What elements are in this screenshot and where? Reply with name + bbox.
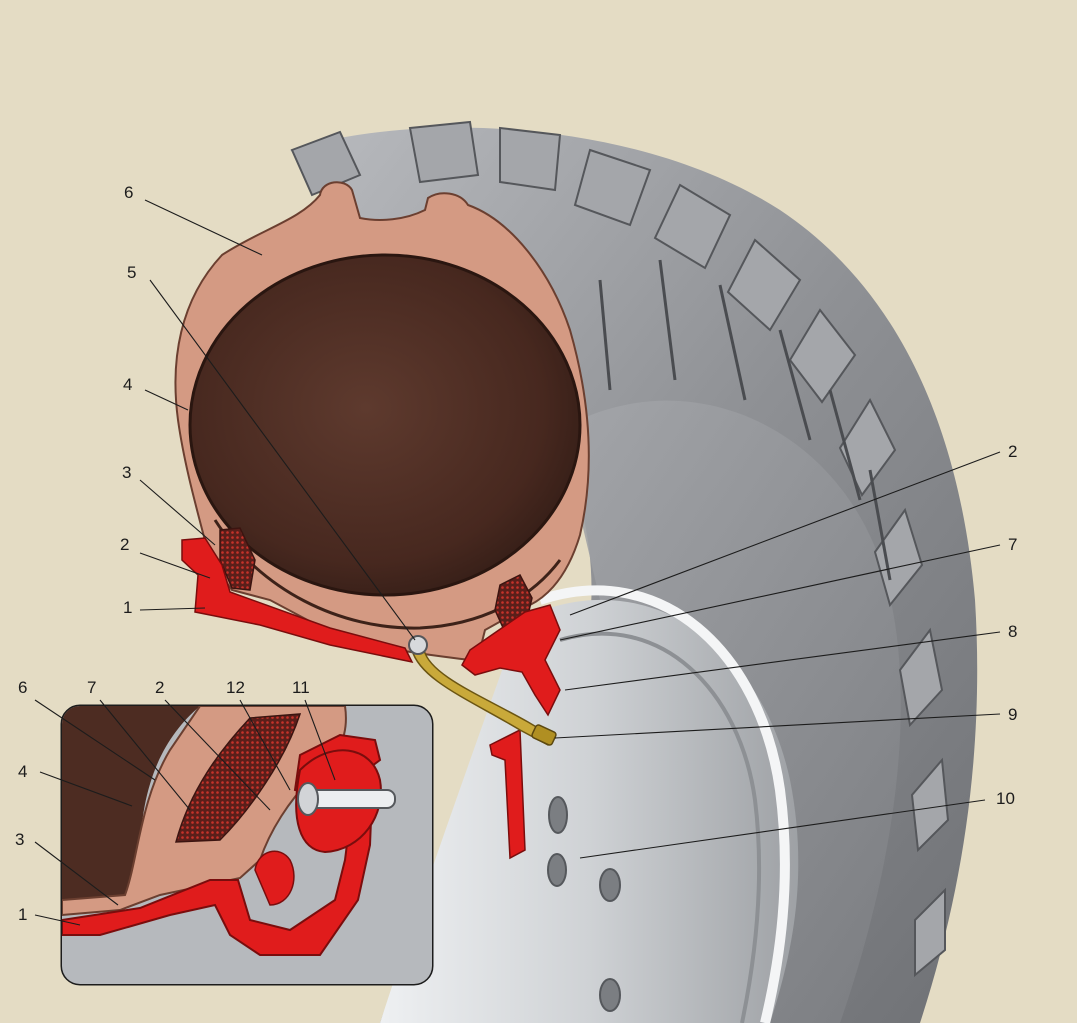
callout-3: 3: [122, 463, 131, 482]
inset-callout-1: 1: [18, 905, 27, 924]
callout-7: 7: [1008, 535, 1017, 554]
tire-cross-section: [174, 181, 590, 860]
inset-callout-7: 7: [87, 678, 96, 697]
callout-5: 5: [127, 263, 136, 282]
callout-2-right: 2: [1008, 442, 1017, 461]
inset-flange-bump: [254, 850, 295, 906]
wheel-disc-face: [380, 599, 799, 1023]
tread-lugs: [290, 120, 950, 978]
tread-grooves: [598, 259, 892, 581]
callout-4: 4: [123, 375, 132, 394]
inset-callout-6: 6: [18, 678, 27, 697]
callout-2: 2: [120, 535, 129, 554]
inner-tube-cavity: [188, 253, 582, 597]
inset-callout-11: 11: [292, 678, 310, 697]
rim-section-left: [181, 537, 414, 664]
inset-callout-12: 12: [226, 678, 245, 697]
callout-8: 8: [1008, 622, 1017, 641]
callout-10: 10: [996, 789, 1015, 808]
valve-cap: [531, 724, 557, 746]
inset-bolt-head: [297, 782, 319, 816]
wheel-stud-holes: [547, 796, 621, 1012]
rim-section-right: [461, 604, 561, 717]
inset-detail: [60, 704, 434, 986]
inset-callout-4: 4: [18, 762, 27, 781]
valve-base: [408, 635, 428, 655]
inset-callout-3: 3: [15, 830, 24, 849]
callout-labels-inset: 6 7 2 12 11 4 3 1: [15, 678, 310, 924]
callout-9: 9: [1008, 705, 1017, 724]
callout-1: 1: [123, 598, 132, 617]
wheel-disc: [380, 585, 799, 1023]
inset-callout-2: 2: [155, 678, 164, 697]
rim-flange-ring: [538, 585, 790, 1023]
inset-tube-interior: [62, 706, 200, 915]
callout-6: 6: [124, 183, 133, 202]
leader-lines-main: [139, 199, 1001, 859]
leader-lines-inset: [34, 699, 336, 926]
inset-bead-core: [175, 713, 302, 843]
callout-labels-main: 6 5 4 3 2 1 2 7 8 9 10: [120, 183, 1017, 808]
bead-core-left: [219, 527, 256, 591]
